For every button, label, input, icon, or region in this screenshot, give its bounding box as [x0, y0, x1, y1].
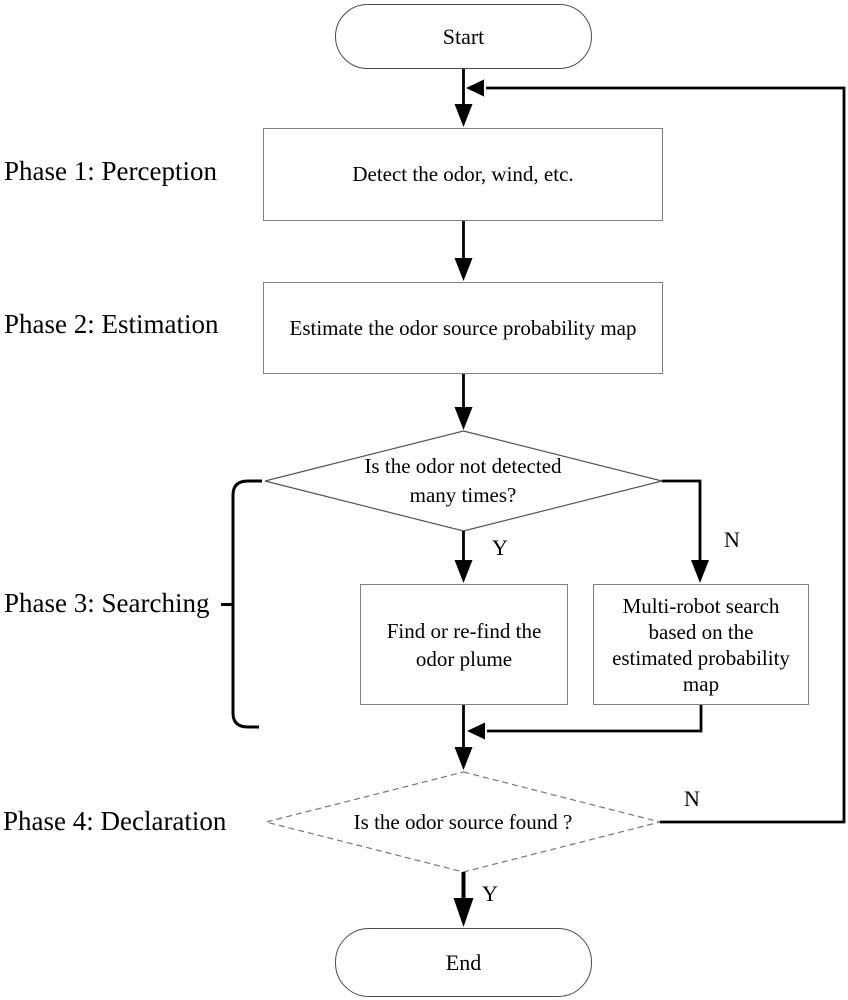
estimate-node: Estimate the odor source probability map	[263, 282, 663, 374]
arrowhead-into-decision2	[454, 747, 473, 770]
end-label: End	[445, 950, 482, 975]
phase2-label: Phase 2: Estimation	[4, 309, 219, 339]
find-plume-line1: Find or re-find the	[386, 618, 542, 643]
multi-robot-line3: estimated probability	[612, 645, 790, 670]
multi-robot-line2: based on the	[648, 619, 754, 644]
multi-robot-line4: map	[682, 671, 720, 696]
decision1-no-label: N	[724, 527, 740, 552]
line-decision-no-to-multirobot	[662, 479, 702, 562]
phase3-label: Phase 3: Searching	[4, 588, 210, 618]
arrowhead-into-estimate	[454, 258, 473, 281]
decision-odor-not-detected-text: Is the odor not detected many times?	[333, 444, 593, 518]
decision2-no-label: N	[684, 786, 700, 811]
detect-label: Detect the odor, wind, etc.	[352, 162, 574, 186]
multi-robot-line1: Multi-robot search	[622, 593, 780, 618]
arrowhead-into-find	[454, 560, 473, 583]
arrowhead-into-multirobot	[691, 560, 709, 583]
arrowhead-into-detect	[454, 104, 473, 127]
estimate-label: Estimate the odor source probability map	[289, 315, 637, 340]
phase3-bracket	[231, 479, 262, 729]
decision-odor-source-found-text: Is the odor source found ?	[323, 808, 603, 836]
decision2-yes-label: Y	[482, 881, 498, 906]
arrowhead-merge-left	[467, 722, 485, 740]
start-node: Start	[335, 4, 592, 69]
end-node: End	[335, 928, 592, 997]
decision1-line1: Is the odor not detected	[364, 454, 562, 478]
decision1-yes-label: Y	[492, 535, 508, 560]
phase1-label: Phase 1: Perception	[4, 156, 217, 186]
multi-robot-node: Multi-robot search based on the estimate…	[593, 584, 809, 705]
arrowhead-into-decision1	[454, 407, 473, 430]
arrowhead-into-end	[453, 898, 474, 927]
start-label: Start	[442, 24, 485, 49]
phase4-label: Phase 4: Declaration	[3, 806, 227, 836]
decision2-label: Is the odor source found ?	[353, 809, 573, 834]
line-feedback-loop	[486, 86, 846, 824]
decision1-line2: many times?	[409, 483, 517, 507]
find-plume-node: Find or re-find the odor plume	[360, 584, 568, 705]
detect-node: Detect the odor, wind, etc.	[263, 128, 663, 221]
find-plume-line2: odor plume	[415, 646, 513, 671]
line-multirobot-merge	[487, 705, 703, 733]
arrowhead-feedback-left	[466, 79, 484, 97]
